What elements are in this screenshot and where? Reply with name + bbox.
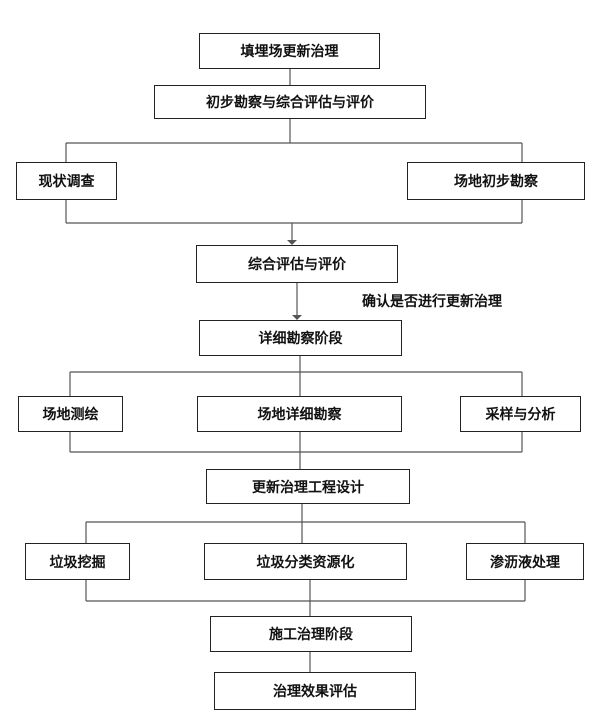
node-site-preliminary-survey: 场地初步勘察 bbox=[407, 162, 585, 200]
node-engineering-design: 更新治理工程设计 bbox=[206, 469, 410, 504]
node-label: 场地测绘 bbox=[42, 407, 99, 423]
node-waste-sorting-recycling: 垃圾分类资源化 bbox=[204, 543, 407, 580]
node-leachate-treatment: 渗沥液处理 bbox=[466, 543, 584, 580]
node-label: 现状调查 bbox=[38, 174, 95, 190]
node-waste-excavation: 垃圾挖掘 bbox=[25, 543, 130, 580]
node-landfill-renewal: 填埋场更新治理 bbox=[199, 33, 380, 69]
node-label: 渗沥液处理 bbox=[490, 554, 560, 571]
node-label: 更新治理工程设计 bbox=[252, 479, 364, 496]
node-label: 采样与分析 bbox=[485, 407, 556, 423]
node-label: 详细勘察阶段 bbox=[258, 331, 343, 347]
node-label: 垃圾挖掘 bbox=[49, 554, 106, 571]
node-label: 场地详细勘察 bbox=[257, 407, 342, 423]
node-status-investigation: 现状调查 bbox=[16, 162, 117, 200]
node-label: 场地初步勘察 bbox=[454, 174, 538, 190]
node-site-mapping: 场地测绘 bbox=[18, 396, 123, 432]
node-construction-stage: 施工治理阶段 bbox=[210, 616, 412, 652]
node-comprehensive-evaluation: 综合评估与评价 bbox=[196, 245, 398, 283]
node-sampling-analysis: 采样与分析 bbox=[460, 396, 581, 432]
node-label: 综合评估与评价 bbox=[248, 257, 346, 273]
node-label: 填埋场更新治理 bbox=[240, 44, 339, 60]
node-effect-evaluation: 治理效果评估 bbox=[214, 672, 416, 710]
node-site-detailed-survey: 场地详细勘察 bbox=[197, 396, 402, 432]
node-label: 初步勘察与综合评估与评价 bbox=[206, 95, 374, 111]
node-preliminary-survey: 初步勘察与综合评估与评价 bbox=[154, 85, 426, 119]
node-label: 治理效果评估 bbox=[273, 684, 357, 700]
node-detailed-survey-stage: 详细勘察阶段 bbox=[199, 320, 402, 356]
node-label: 垃圾分类资源化 bbox=[256, 554, 355, 571]
node-label: 施工治理阶段 bbox=[269, 627, 353, 643]
confirm-annotation: 确认是否进行更新治理 bbox=[362, 294, 502, 310]
